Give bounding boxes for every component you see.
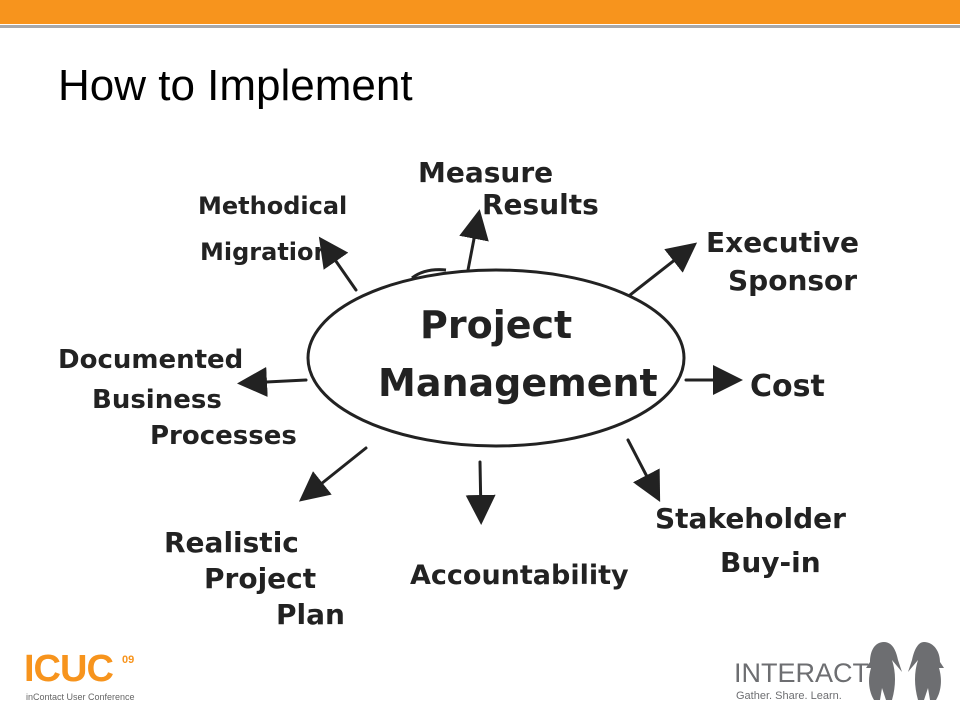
icuc-logo-subtitle: inContact User Conference [26, 692, 135, 702]
node-realistic-line-1: Realistic [164, 526, 299, 559]
node-methodical-line-2: Migration [200, 238, 331, 266]
header-accent-bar [0, 0, 960, 24]
node-methodical-line-1: Methodical [198, 192, 347, 220]
arrow-to-methodical-migration [318, 236, 358, 292]
arrow-to-documented-processes [237, 366, 308, 397]
arrow-to-measure-results [459, 209, 489, 272]
header-rule [0, 25, 960, 28]
interact-logo: INTERACT Gather. Share. Learn. [732, 638, 952, 710]
node-executive-line-1: Executive [706, 226, 859, 259]
node-documented-line-1: Documented [58, 345, 243, 375]
penguins-icon [866, 642, 944, 700]
node-stakeholder-line-1: Stakeholder [655, 502, 846, 535]
interact-logo-tagline: Gather. Share. Learn. [736, 690, 842, 702]
node-stakeholder-line-2: Buy-in [720, 546, 821, 579]
center-ellipse [306, 268, 686, 448]
interact-logo-wordmark: INTERACT [734, 658, 869, 688]
center-label-line-1: Project [420, 303, 572, 347]
node-cost: Cost [750, 369, 825, 404]
node-documented-line-3: Processes [150, 421, 297, 451]
node-realistic-line-3: Plan [276, 598, 345, 631]
node-accountability: Accountability [410, 560, 629, 591]
icuc-logo-wordmark: ICUC [24, 648, 114, 690]
node-executive-line-2: Sponsor [728, 264, 857, 297]
arrow-to-accountability [465, 460, 496, 525]
node-measure-line-2: Results [482, 188, 599, 221]
arrow-to-realistic-plan [298, 446, 368, 502]
slide-title: How to Implement [58, 61, 413, 110]
arrow-to-stakeholder [626, 438, 661, 502]
arrow-to-executive-sponsor [628, 242, 698, 297]
icuc-logo: ICUC 09 inContact User Conference [24, 650, 154, 710]
node-measure-line-1: Measure [418, 156, 553, 189]
center-label-line-2: Management [378, 361, 658, 405]
icuc-logo-year: 09 [122, 654, 135, 666]
node-documented-line-2: Business [92, 385, 222, 415]
node-realistic-line-2: Project [204, 562, 316, 595]
